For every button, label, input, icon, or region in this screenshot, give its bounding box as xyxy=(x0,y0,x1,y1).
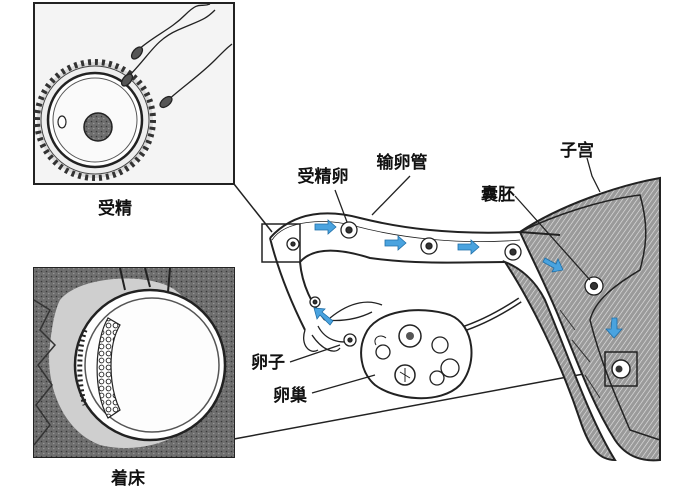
polar-body xyxy=(57,115,67,129)
label-fertilization: 受精 xyxy=(98,198,132,219)
sperm-group xyxy=(120,3,233,109)
embryo-stages xyxy=(286,221,604,347)
fertilization-site-box xyxy=(261,223,301,263)
implantation-inset xyxy=(33,267,235,458)
leader-lines xyxy=(289,157,601,394)
label-egg: 卵子 xyxy=(251,352,285,373)
label-blastocyst: 囊胚 xyxy=(480,184,515,205)
connector-implantation xyxy=(233,369,606,440)
fertilization-inset xyxy=(33,2,235,185)
uterus xyxy=(502,176,661,462)
implantation-site-box xyxy=(604,351,638,387)
egg-nucleus xyxy=(83,112,113,142)
label-fertilized-egg: 受精卵 xyxy=(298,166,349,187)
connector-fertilization xyxy=(233,183,273,233)
label-uterus: 子宫 xyxy=(560,140,594,161)
label-oviduct: 输卵管 xyxy=(377,152,428,173)
inner-cell-mass xyxy=(96,317,121,419)
label-ovary: 卵巢 xyxy=(273,385,308,406)
ovary xyxy=(360,309,473,400)
movement-arrows xyxy=(313,219,623,339)
label-implantation: 着床 xyxy=(110,468,146,489)
